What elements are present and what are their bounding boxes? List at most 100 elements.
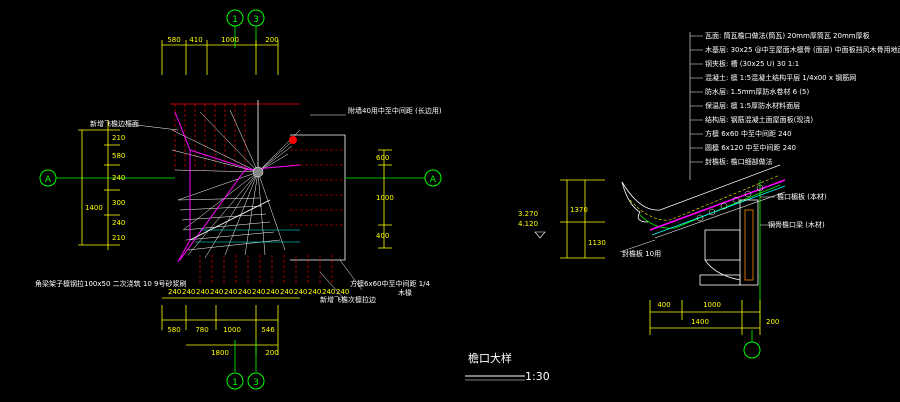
axis-bubble-bottom-1: 1 (226, 372, 244, 390)
drawing-title: 檐口大样 1:30 (465, 351, 550, 383)
label-top-left: 新增飞檐边框面 (90, 119, 139, 128)
svg-text:方檩 6x60 中至中间距 240: 方檩 6x60 中至中间距 240 (705, 129, 792, 138)
bottom-dim-b1: 580 (167, 326, 180, 334)
section-dim-1: 1370 (570, 206, 588, 214)
center-node (252, 166, 264, 178)
axis-bubble-right-A: A (424, 169, 442, 187)
svg-text:240: 240 (182, 288, 195, 296)
bottom-dim-b2: 780 (195, 326, 208, 334)
svg-text:240: 240 (238, 288, 251, 296)
section-bottom-dim-2: 1000 (703, 301, 721, 309)
top-dim-2: 410 (189, 36, 202, 44)
svg-text:1: 1 (232, 15, 238, 25)
label-bottom-left: 角梁架子檩钢拉100x50 二次浇筑 10 9号砂浆刷 (35, 279, 186, 288)
left-dim-3: 240 (112, 174, 125, 182)
right-dim-3: 400 (376, 232, 389, 240)
plan-view: 1 3 580 410 1000 200 (35, 9, 442, 390)
section-bottom-dim-1: 400 (657, 301, 670, 309)
section-view: 瓦面: 筒瓦檐口做法(筒瓦) 20mm厚筒瓦 20mm厚板 木基层: 30x25… (518, 31, 900, 359)
label-bottom-right-2: 新增飞檐次檩拉边 (320, 295, 376, 304)
top-dim-3: 1000 (221, 36, 239, 44)
section-leaders (619, 196, 775, 253)
section-bottom-total: 1400 (691, 318, 709, 326)
radiating-rafters (171, 109, 301, 259)
section-bottom-last: 200 (766, 318, 779, 326)
svg-text:1: 1 (232, 378, 238, 388)
eave-profile (621, 181, 649, 223)
top-dim-4: 200 (265, 36, 278, 44)
rafter-hatch-right (290, 149, 345, 226)
ridge-lines (195, 229, 300, 243)
bottom-dim-total: 1800 (211, 349, 229, 357)
svg-text:240: 240 (294, 288, 307, 296)
svg-text:240: 240 (224, 288, 237, 296)
axis-bubble-left-A: A (39, 169, 57, 187)
svg-text:圆檩 6x120 中至中间距 240: 圆檩 6x120 中至中间距 240 (705, 143, 796, 152)
right-dim-1: 600 (376, 154, 389, 162)
section-bottom-dims (649, 300, 761, 335)
axis-bubble-top-1: 1 (226, 9, 244, 27)
svg-text:结构层: 钢筋混凝土面屋面板(现浇): 结构层: 钢筋混凝土面屋面板(现浇) (705, 115, 813, 124)
left-dim-5: 240 (112, 219, 125, 227)
svg-text:瓦面: 筒瓦檐口做法(筒瓦) 20mm厚筒: 瓦面: 筒瓦檐口做法(筒瓦) 20mm厚筒瓦 20mm厚板 (705, 31, 870, 40)
axis-bubble-bottom-3: 3 (247, 372, 265, 390)
svg-text:240: 240 (210, 288, 223, 296)
top-dimension-line (161, 40, 279, 75)
right-dimension-line (378, 149, 392, 249)
left-dim-total: 1400 (85, 204, 103, 212)
top-dim-1: 580 (167, 36, 180, 44)
corner-node (289, 136, 297, 144)
title-scale: 1:30 (525, 370, 550, 383)
svg-text:A: A (45, 175, 52, 185)
title-name: 檐口大样 (468, 351, 512, 365)
left-dim-4: 300 (112, 199, 125, 207)
svg-text:3: 3 (253, 15, 259, 25)
left-dimension-line (78, 120, 120, 250)
svg-text:240: 240 (280, 288, 293, 296)
svg-text:3: 3 (253, 378, 259, 388)
plan-outline (189, 100, 346, 261)
left-dim-2: 580 (112, 152, 125, 160)
corner-hatch (177, 197, 281, 251)
roof-layers (621, 164, 786, 239)
svg-text:240: 240 (252, 288, 265, 296)
rafter-hatch-bottom (199, 255, 333, 285)
svg-text:木基层: 30x25 @中至屋面木檩骨 (面层) 中: 木基层: 30x25 @中至屋面木檩骨 (面层) 中面板挡风木骨用地面 (705, 45, 900, 54)
left-dim-6: 210 (112, 234, 125, 242)
right-dim-2: 1000 (376, 194, 394, 202)
svg-text:240: 240 (196, 288, 209, 296)
section-notes: 瓦面: 筒瓦檐口做法(筒瓦) 20mm厚筒瓦 20mm厚板 木基层: 30x25… (705, 31, 900, 166)
plan-leaders (127, 114, 363, 301)
notes-ticks (690, 35, 703, 163)
wall-structure (699, 199, 759, 286)
svg-text:混凝土: 檩 1:5混凝土结构平层 1/4x00 x: 混凝土: 檩 1:5混凝土结构平层 1/4x00 x 钢筋网 (705, 73, 856, 82)
section-left-dims (560, 179, 605, 259)
bottom-dim-last: 200 (265, 349, 278, 357)
left-dim-1: 210 (112, 134, 125, 142)
svg-text:240: 240 (266, 288, 279, 296)
svg-text:保温层: 檩 1:5厚防水材料面层: 保温层: 檩 1:5厚防水材料面层 (705, 101, 800, 110)
svg-text:钢夹板: 槽 (30x25 U) 30 1:1: 钢夹板: 槽 (30x25 U) 30 1:1 (705, 59, 799, 68)
svg-text:封檐板: 檐口细部做法: 封檐板: 檐口细部做法 (705, 157, 773, 166)
label-bottom-right: 方檩6x60中至中间距 1/4 (350, 279, 431, 288)
bottom-dim-b4: 546 (261, 326, 275, 334)
rafter-hatch-top (174, 104, 246, 170)
axis-bubble-top-3: 3 (247, 9, 265, 27)
label-gutter: 钢骨檐口梁 (木材) (768, 220, 825, 229)
svg-text:240: 240 (322, 288, 335, 296)
elevation-1: 3.270 (518, 210, 538, 218)
elevation-marker (534, 231, 546, 239)
svg-text:240: 240 (168, 288, 181, 296)
label-top-right: 附墙40用中至中间距 (长边用) (348, 106, 442, 115)
bottom-dim-a-labels: 240 240 240 240 240 240 240 240 240 240 … (168, 288, 349, 296)
svg-text:防水层: 1.5mm厚防水卷材 6 (5): 防水层: 1.5mm厚防水卷材 6 (5) (705, 87, 809, 96)
svg-text:240: 240 (308, 288, 321, 296)
section-dim-2: 1130 (588, 239, 606, 247)
label-bottom-right-3: 木椽 (398, 288, 412, 297)
axis-bubble-section (743, 341, 761, 359)
svg-text:240: 240 (336, 288, 349, 296)
wood-post (744, 209, 754, 281)
label-fascia: 檐口楣板 (本材) (777, 192, 827, 201)
elevation-2: 4.120 (518, 220, 538, 228)
